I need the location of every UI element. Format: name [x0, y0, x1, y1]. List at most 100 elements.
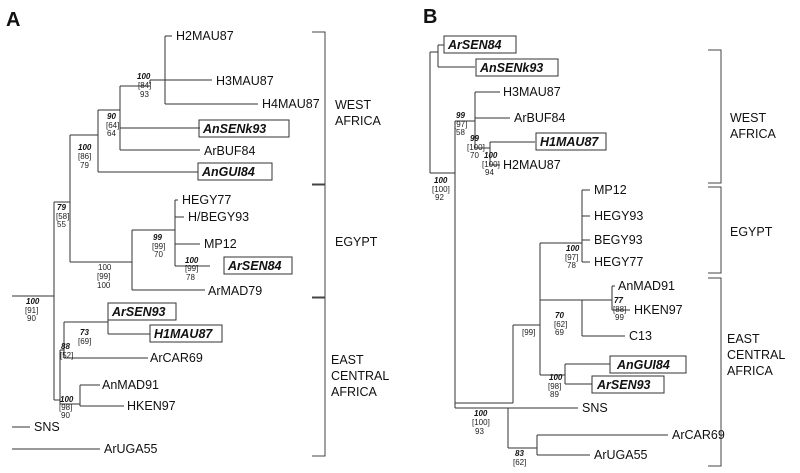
a-region-east-3: AFRICA [331, 385, 378, 399]
b-leaf-h3mau87: H3MAU87 [503, 85, 561, 99]
a-leaf-h1mau87: H1MAU87 [154, 327, 213, 341]
bootstrap-value: 73 [80, 328, 89, 337]
b-box-ansenk93 [475, 58, 559, 77]
bootstrap-value: 70 [555, 311, 564, 320]
bootstrap-value: [100] [432, 185, 450, 194]
bootstrap-value: 99 [470, 134, 479, 143]
b-bracket-egypt [708, 186, 722, 274]
b-leaf-hegy93: HEGY93 [594, 209, 643, 223]
b-region-east-2: CENTRAL [727, 348, 785, 362]
bootstrap-value: [64] [106, 121, 119, 130]
bootstrap-value: 79 [80, 161, 89, 170]
bootstrap-value: [86] [78, 152, 91, 161]
b-box-angui84 [609, 355, 687, 374]
panel-a: A [6, 9, 389, 457]
bootstrap-value: [100] [482, 160, 500, 169]
a-bootstrap-values: 100 [84] 93 90 [64] 64 100 [86] 79 79 [5… [25, 72, 199, 420]
b-leaf-mp12: MP12 [594, 183, 627, 197]
bootstrap-value: [91] [25, 306, 38, 315]
bootstrap-value: 55 [57, 220, 66, 229]
bootstrap-value: 100 [98, 263, 112, 272]
a-box-arsen93 [107, 302, 177, 321]
a-region-egypt: EGYPT [335, 235, 378, 249]
a-box-angui84 [197, 162, 273, 181]
b-leaf-angui84: AnGUI84 [616, 358, 670, 372]
bootstrap-value: [100] [472, 418, 490, 427]
b-region-east-1: EAST [727, 332, 760, 346]
a-leaf-armad79: ArMAD79 [208, 284, 262, 298]
b-region-east-3: AFRICA [727, 364, 774, 378]
bootstrap-value: [99] [97, 272, 110, 281]
a-leaf-anmad91: AnMAD91 [102, 378, 159, 392]
b-leaf-ansenk93: AnSENk93 [479, 61, 543, 75]
a-leaf-hegy77: HEGY77 [182, 193, 231, 207]
bootstrap-value: 88 [61, 342, 70, 351]
a-leaf-h4mau87: H4MAU87 [262, 97, 320, 111]
a-bracket-east [312, 297, 326, 457]
bootstrap-value: 100 [566, 244, 580, 253]
b-leaf-hken97: HKEN97 [634, 303, 683, 317]
a-region-east-1: EAST [331, 353, 364, 367]
bootstrap-value: [98] [59, 403, 72, 412]
b-leaf-arsen84: ArSEN84 [447, 38, 502, 52]
bootstrap-value: 83 [515, 449, 524, 458]
a-leaf-arbuf84: ArBUF84 [204, 144, 255, 158]
bootstrap-value: 58 [456, 128, 465, 137]
a-leaf-hken97: HKEN97 [127, 399, 176, 413]
bootstrap-value: 100 [185, 256, 199, 265]
bootstrap-value: 78 [186, 273, 195, 282]
b-bootstrap-values: 99 [97] 58 99 [100] 70 100 [100] 94 100 … [432, 111, 626, 467]
bootstrap-value: 100 [26, 297, 40, 306]
b-box-arsen84 [443, 35, 517, 54]
bootstrap-value: 92 [435, 193, 444, 202]
bootstrap-value: 100 [97, 281, 111, 290]
a-region-east-2: CENTRAL [331, 369, 389, 383]
bootstrap-value: [52] [60, 351, 73, 360]
a-box-ansenk93 [198, 119, 290, 138]
bootstrap-value: 99 [153, 233, 162, 242]
a-leaf-hbegy93: H/BEGY93 [188, 210, 249, 224]
b-leaf-arbuf84: ArBUF84 [514, 111, 565, 125]
bootstrap-value: 100 [434, 176, 448, 185]
b-region-west-1: WEST [730, 111, 766, 125]
bootstrap-value: 64 [107, 129, 116, 138]
a-leaf-ansenk93: AnSENk93 [202, 122, 266, 136]
bootstrap-value: 93 [140, 90, 149, 99]
bootstrap-value: [99] [522, 328, 535, 337]
bootstrap-value: [97] [454, 120, 467, 129]
panel-b-letter: B [423, 6, 437, 28]
a-box-arsen84 [223, 256, 293, 275]
panel-b-branches [429, 44, 668, 456]
b-box-h1mau87 [535, 132, 607, 151]
bootstrap-value: 100 [78, 143, 92, 152]
bootstrap-value: 100 [474, 409, 488, 418]
a-leaf-aruga55: ArUGA55 [104, 442, 158, 456]
bootstrap-value: 79 [57, 203, 66, 212]
bootstrap-value: 90 [27, 314, 36, 323]
a-leaf-arsen84: ArSEN84 [227, 259, 282, 273]
bootstrap-value: 90 [107, 112, 116, 121]
b-bracket-east [708, 277, 722, 467]
bootstrap-value: 100 [60, 395, 74, 404]
bootstrap-value: [97] [565, 253, 578, 262]
b-region-west-2: AFRICA [730, 127, 777, 141]
bootstrap-value: 99 [615, 313, 624, 322]
b-leaf-c13: C13 [629, 329, 652, 343]
bootstrap-value: 69 [555, 328, 564, 337]
bootstrap-value: [58] [56, 212, 69, 221]
panel-b: B [423, 6, 785, 467]
bootstrap-value: [69] [78, 337, 91, 346]
panel-a-letter: A [6, 9, 20, 31]
a-leaf-sns: SNS [34, 420, 60, 434]
a-leaf-h2mau87: H2MAU87 [176, 29, 234, 43]
b-region-egypt: EGYPT [730, 225, 773, 239]
bootstrap-value: 100 [549, 373, 563, 382]
bootstrap-value: 93 [475, 427, 484, 436]
a-region-west-1: WEST [335, 98, 371, 112]
bootstrap-value: 90 [61, 411, 70, 420]
b-leaf-h2mau87: H2MAU87 [503, 158, 561, 172]
b-leaf-begy93: BEGY93 [594, 233, 643, 247]
b-bracket-west [708, 49, 722, 184]
a-box-h1mau87 [149, 324, 223, 343]
